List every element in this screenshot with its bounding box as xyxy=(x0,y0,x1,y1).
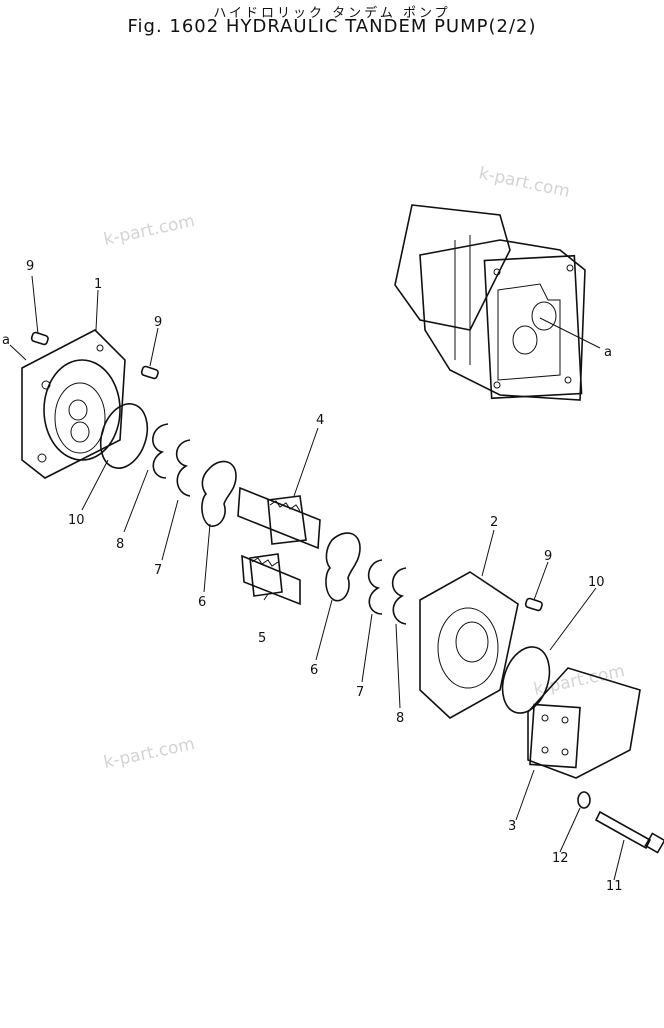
part-6-side-plate xyxy=(325,532,361,602)
part-4-drive-gear xyxy=(237,486,321,550)
callout-1: 1 xyxy=(94,277,102,292)
callout-a: a xyxy=(604,345,612,360)
callout-2: 2 xyxy=(490,515,498,530)
part-2-gear-housing xyxy=(419,571,519,719)
part-11-bolt xyxy=(594,810,664,854)
watermark: k-part.com xyxy=(102,211,197,250)
diagram-title: Fig. 1602 HYDRAULIC TANDEM PUMP(2/2) xyxy=(127,16,537,37)
watermark: k-part.com xyxy=(102,734,197,773)
part-7-seal xyxy=(367,559,383,615)
part-5-driven-gear xyxy=(241,553,301,606)
part-9-dowel-pin xyxy=(30,331,543,612)
part-3-rear-cover xyxy=(527,667,641,779)
callout-10: 10 xyxy=(588,575,605,590)
callout-10: 10 xyxy=(68,513,85,528)
callout-3: 3 xyxy=(508,819,516,834)
part-8-backup-seal xyxy=(152,423,169,479)
callout-8: 8 xyxy=(116,537,124,552)
callout-8: 8 xyxy=(396,711,404,726)
callout-9: 9 xyxy=(154,315,162,330)
callout-11: 11 xyxy=(606,879,623,894)
part-8-backup-seal xyxy=(391,567,407,625)
callout-a: a xyxy=(2,333,10,348)
callout-9: 9 xyxy=(544,549,552,564)
leader-lines xyxy=(9,275,625,881)
callout-7: 7 xyxy=(356,685,364,700)
callout-5: 5 xyxy=(258,631,266,646)
callout-6: 6 xyxy=(198,595,206,610)
part-10-o-ring xyxy=(99,403,149,469)
part-1-front-cover xyxy=(21,329,126,479)
watermark: k-part.com xyxy=(477,163,572,202)
diagram-title-japanese: ハイドロリック タンデム ポンプ xyxy=(213,6,451,21)
watermark: k-part.com xyxy=(532,661,627,700)
part-6-side-plate xyxy=(201,460,237,527)
callout-4: 4 xyxy=(316,413,324,428)
callout-6: 6 xyxy=(310,663,318,678)
callout-7: 7 xyxy=(154,563,162,578)
part-10-o-ring xyxy=(501,646,551,714)
part-7-seal xyxy=(175,439,191,497)
callout-12: 12 xyxy=(552,851,569,866)
part-12-washer xyxy=(577,791,591,809)
callout-9: 9 xyxy=(26,259,34,274)
assembled-pump-view xyxy=(394,204,601,401)
